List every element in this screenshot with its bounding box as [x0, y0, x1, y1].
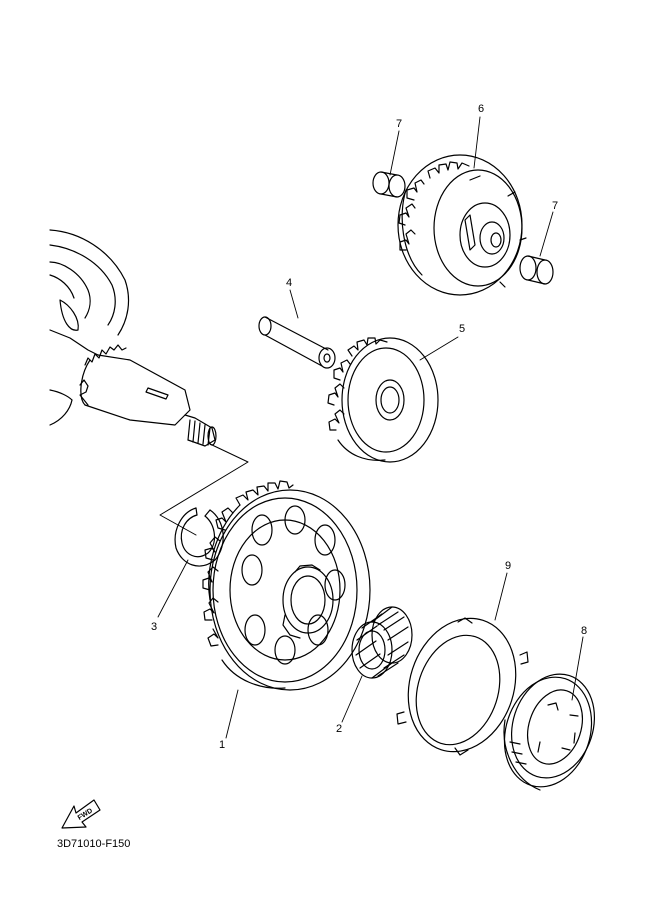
callout-3: 3: [151, 621, 157, 633]
callout-7-lower: 7: [552, 200, 558, 212]
one-way-clutch: [503, 673, 596, 791]
starter-clutch-gear: [397, 154, 527, 296]
needle-bearing: [351, 606, 413, 679]
circlip: [174, 507, 224, 567]
callout-2: 2: [336, 723, 342, 735]
diagram-code: 3D71010-F150: [57, 838, 130, 850]
bushing-upper: [372, 171, 406, 198]
crankshaft: [49, 229, 249, 536]
idler-shaft: [258, 316, 336, 369]
leader-lines: [157, 116, 584, 739]
clutch-plate: [396, 617, 529, 756]
callout-5: 5: [459, 323, 465, 335]
fwd-arrow-icon: FWD: [61, 799, 101, 829]
callout-7-upper: 7: [396, 118, 402, 130]
callout-4: 4: [286, 277, 292, 289]
idler-gear: [327, 337, 439, 463]
callout-9: 9: [505, 560, 511, 572]
callout-1: 1: [219, 739, 225, 751]
callout-8: 8: [581, 625, 587, 637]
bushing-lower: [519, 255, 554, 285]
callout-6: 6: [478, 103, 484, 115]
starter-gear: [202, 480, 371, 691]
